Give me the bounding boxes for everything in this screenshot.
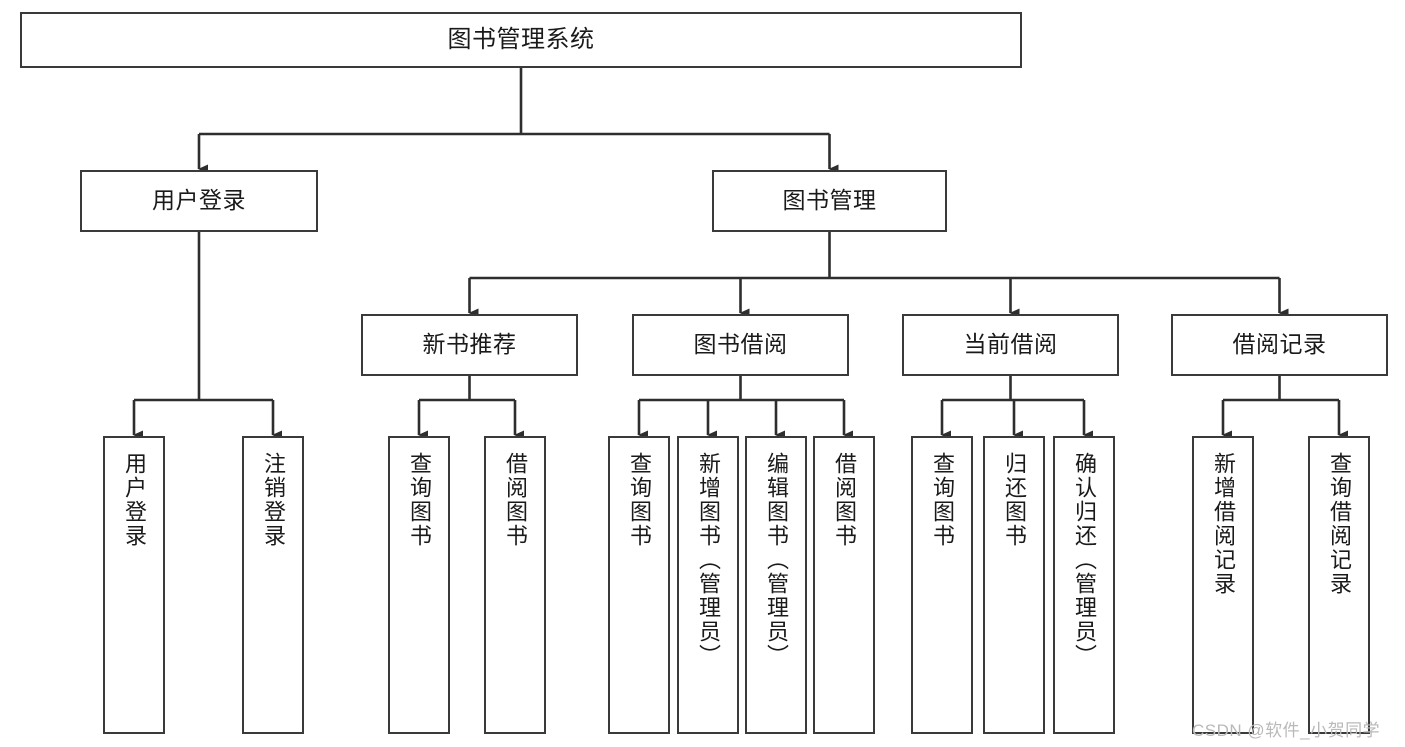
node-label: 注销登录 xyxy=(260,452,286,548)
node-label: 新增借阅记录 xyxy=(1210,452,1236,596)
node-label: 查询图书 xyxy=(929,452,955,548)
node-label: 查询借阅记录 xyxy=(1326,452,1352,596)
node-leaf-6[interactable]: 新增图书（管理员） xyxy=(677,436,739,734)
node-label: 新书推荐 xyxy=(422,331,517,358)
node-bookmgmt[interactable]: 图书管理 xyxy=(712,170,947,232)
node-label: 确认归还（管理员） xyxy=(1071,452,1097,668)
node-newbooks[interactable]: 新书推荐 xyxy=(361,314,578,376)
node-label: 图书管理 xyxy=(782,187,877,214)
node-label: 查询图书 xyxy=(406,452,432,548)
node-label: 归还图书 xyxy=(1001,452,1027,548)
node-leaf-12[interactable]: 新增借阅记录 xyxy=(1192,436,1254,734)
node-borrow[interactable]: 图书借阅 xyxy=(632,314,849,376)
node-label: 借阅图书 xyxy=(502,452,528,548)
node-label: 借阅记录 xyxy=(1232,331,1327,358)
node-label: 用户登录 xyxy=(152,187,246,214)
node-leaf-4[interactable]: 借阅图书 xyxy=(484,436,546,734)
node-label: 编辑图书（管理员） xyxy=(763,452,789,668)
node-leaf-13[interactable]: 查询借阅记录 xyxy=(1308,436,1370,734)
node-login[interactable]: 用户登录 xyxy=(80,170,318,232)
node-label: 图书管理系统 xyxy=(447,25,595,53)
node-leaf-10[interactable]: 归还图书 xyxy=(983,436,1045,734)
node-leaf-8[interactable]: 借阅图书 xyxy=(813,436,875,734)
node-records[interactable]: 借阅记录 xyxy=(1171,314,1388,376)
node-label: 新增图书（管理员） xyxy=(695,452,721,668)
node-leaf-9[interactable]: 查询图书 xyxy=(911,436,973,734)
node-label: 查询图书 xyxy=(626,452,652,548)
node-label: 图书借阅 xyxy=(693,331,788,358)
node-root[interactable]: 图书管理系统 xyxy=(20,12,1022,68)
node-current[interactable]: 当前借阅 xyxy=(902,314,1119,376)
node-label: 当前借阅 xyxy=(963,331,1058,358)
node-leaf-11[interactable]: 确认归还（管理员） xyxy=(1053,436,1115,734)
node-label: 用户登录 xyxy=(121,452,147,548)
node-leaf-5[interactable]: 查询图书 xyxy=(608,436,670,734)
node-leaf-2[interactable]: 注销登录 xyxy=(242,436,304,734)
node-label: 借阅图书 xyxy=(831,452,857,548)
csdn-watermark: CSDN @软件_小贺同学 xyxy=(1192,721,1381,740)
node-leaf-3[interactable]: 查询图书 xyxy=(388,436,450,734)
node-leaf-7[interactable]: 编辑图书（管理员） xyxy=(745,436,807,734)
connector-edges xyxy=(132,68,1348,440)
node-leaf-1[interactable]: 用户登录 xyxy=(103,436,165,734)
